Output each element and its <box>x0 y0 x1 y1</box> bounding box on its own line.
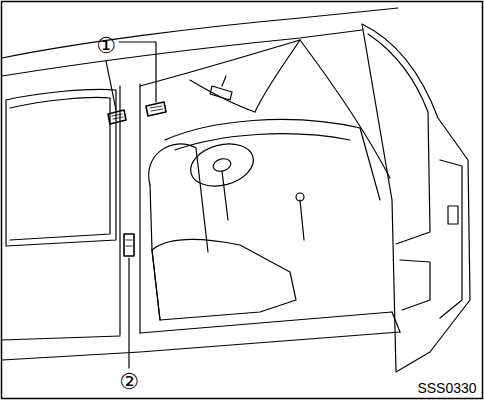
callout-number: ① <box>96 35 116 57</box>
figure-code: SSS0330 <box>417 381 476 395</box>
callout-number: ② <box>119 371 139 393</box>
leader-line <box>106 42 156 368</box>
